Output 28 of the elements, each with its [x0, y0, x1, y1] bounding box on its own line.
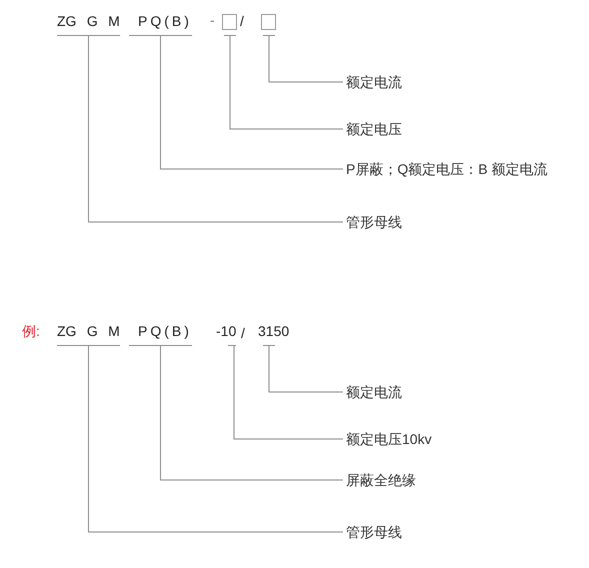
leader-line: [234, 346, 344, 440]
description-text: 额定电流: [346, 74, 402, 90]
slash: /: [241, 325, 245, 341]
description-text: 额定电流: [346, 384, 402, 400]
hyphen: -: [210, 12, 215, 28]
model-code-text: -10: [216, 323, 236, 346]
description-text: 管形母线: [346, 524, 402, 540]
placeholder-field: [222, 14, 237, 36]
example-label: 例:: [22, 323, 40, 339]
model-code-text: ZG G M: [57, 13, 120, 36]
description-text: 额定电压: [346, 121, 402, 137]
leader-line: [88, 346, 344, 532]
slash: /: [240, 13, 244, 29]
leader-line: [268, 346, 344, 392]
description-text: 管形母线: [346, 214, 402, 230]
model-code-text: PQ(B): [129, 13, 192, 36]
leader-line: [160, 36, 344, 170]
model-code-text: PQ(B): [129, 323, 192, 346]
model-code-text: 3150: [258, 323, 290, 346]
description-text: 额定电压10kv: [346, 431, 432, 447]
leader-line: [230, 36, 344, 130]
model-code-text: ZG G M: [57, 323, 120, 346]
leader-line: [160, 346, 344, 480]
description-text: P屏蔽；Q额定电压：B 额定电流: [346, 161, 548, 177]
placeholder-field: [261, 14, 276, 36]
description-text: 屏蔽全绝缘: [346, 472, 416, 488]
leader-line: [268, 36, 344, 82]
leader-line: [88, 36, 344, 222]
